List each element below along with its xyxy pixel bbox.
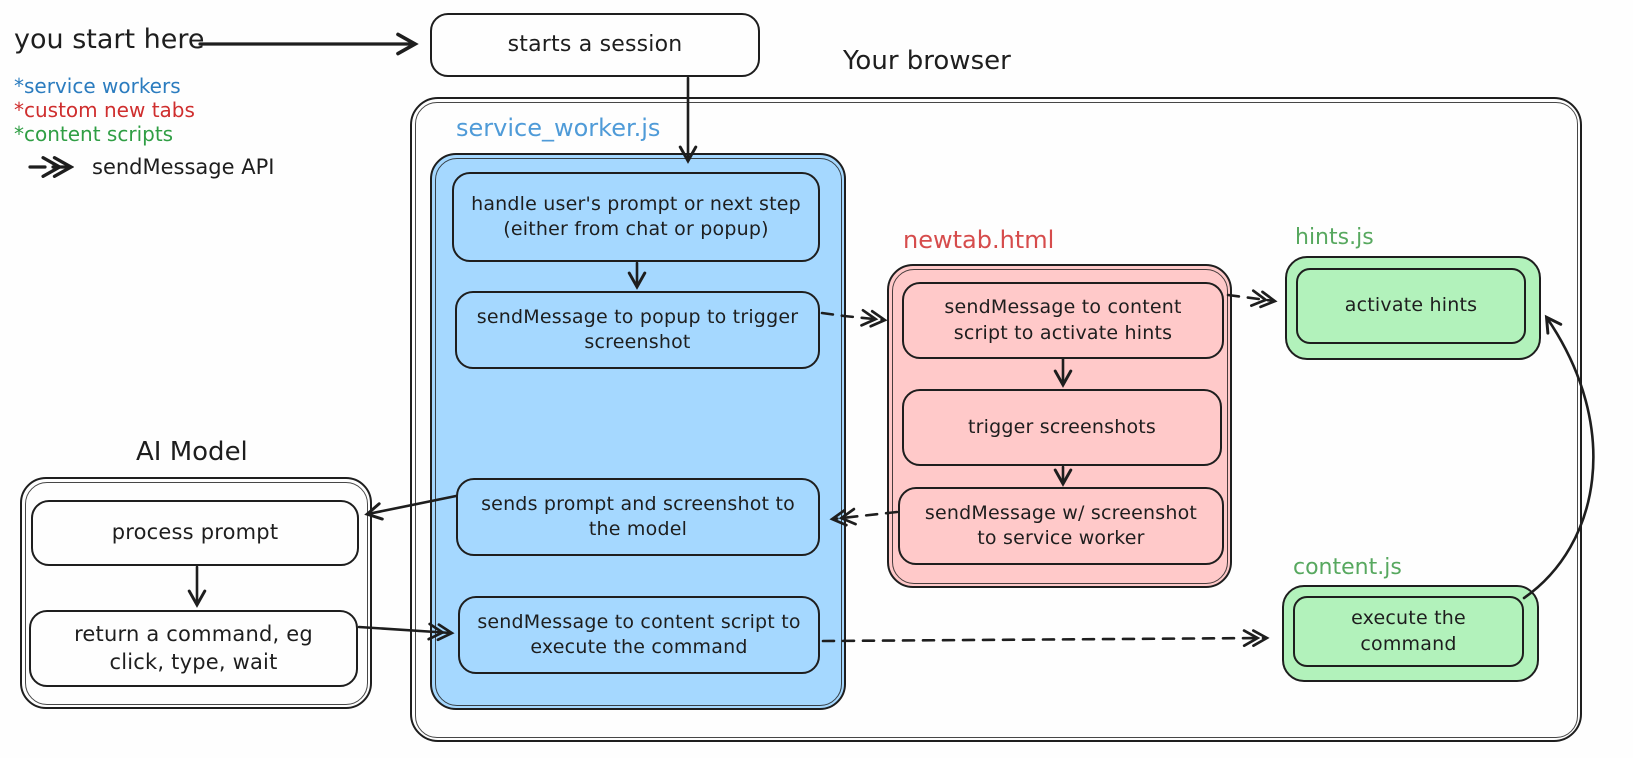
content-title: content.js — [1293, 555, 1402, 580]
ai-model-title: AI Model — [136, 437, 248, 467]
legend-custom-new-tabs: *custom new tabs — [14, 98, 195, 122]
service-worker-title: service_worker.js — [456, 114, 661, 142]
node-process-prompt: process prompt — [31, 500, 359, 566]
node-sendmessage-execute-command: sendMessage to content script to execute… — [458, 596, 820, 674]
legend-content-scripts: *content scripts — [14, 122, 174, 146]
node-sendmessage-screenshot-service-worker: sendMessage w/ screenshot to service wor… — [898, 487, 1224, 565]
node-send-prompt-screenshot-model: sends prompt and screenshot to the model — [456, 478, 820, 556]
node-starts-a-session: starts a session — [430, 13, 760, 77]
node-sendmessage-popup-screenshot: sendMessage to popup to trigger screensh… — [455, 291, 820, 369]
your-browser-label: Your browser — [843, 46, 1011, 76]
node-handle-prompt: handle user's prompt or next step (eithe… — [452, 172, 820, 262]
node-execute-command: execute the command — [1293, 596, 1524, 667]
newtab-title: newtab.html — [903, 226, 1055, 254]
node-sendmessage-activate-hints: sendMessage to content script to activat… — [902, 282, 1224, 359]
node-activate-hints: activate hints — [1296, 268, 1526, 344]
node-trigger-screenshots: trigger screenshots — [902, 389, 1222, 466]
you-start-here-label: you start here — [14, 24, 205, 55]
node-return-command: return a command, eg click, type, wait — [29, 610, 358, 687]
hints-title: hints.js — [1295, 225, 1374, 250]
legend-sendmessage-api: sendMessage API — [92, 155, 275, 179]
legend-service-workers: *service workers — [14, 74, 181, 98]
